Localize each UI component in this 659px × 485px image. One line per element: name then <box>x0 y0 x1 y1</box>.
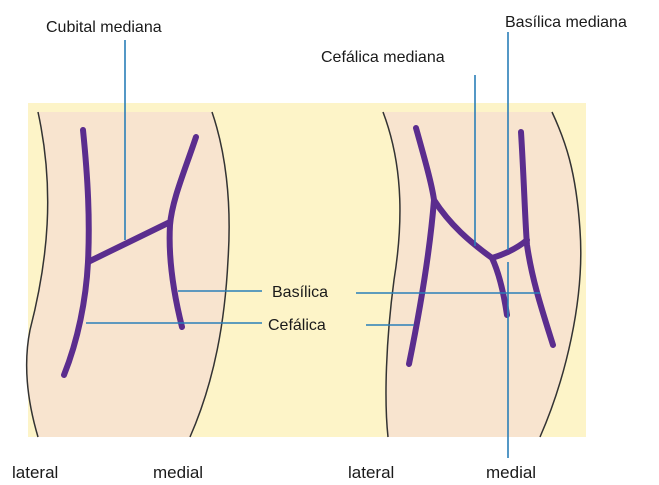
label-right-lateral: lateral <box>348 463 394 482</box>
label-right-medial: medial <box>486 463 536 482</box>
label-cefalica-mediana: Cefálica mediana <box>321 49 445 66</box>
label-left-medial: medial <box>153 463 203 482</box>
label-basilica: Basílica <box>272 284 328 301</box>
right-arm-skin <box>383 112 581 437</box>
label-cubital-mediana: Cubital mediana <box>46 19 162 36</box>
label-basilica-mediana: Basílica mediana <box>505 14 627 31</box>
left-arm <box>27 112 229 437</box>
left-arm-skin <box>27 112 229 437</box>
label-cefalica: Cefálica <box>268 317 326 334</box>
right-arm <box>383 112 581 437</box>
label-left-lateral: lateral <box>12 463 58 482</box>
